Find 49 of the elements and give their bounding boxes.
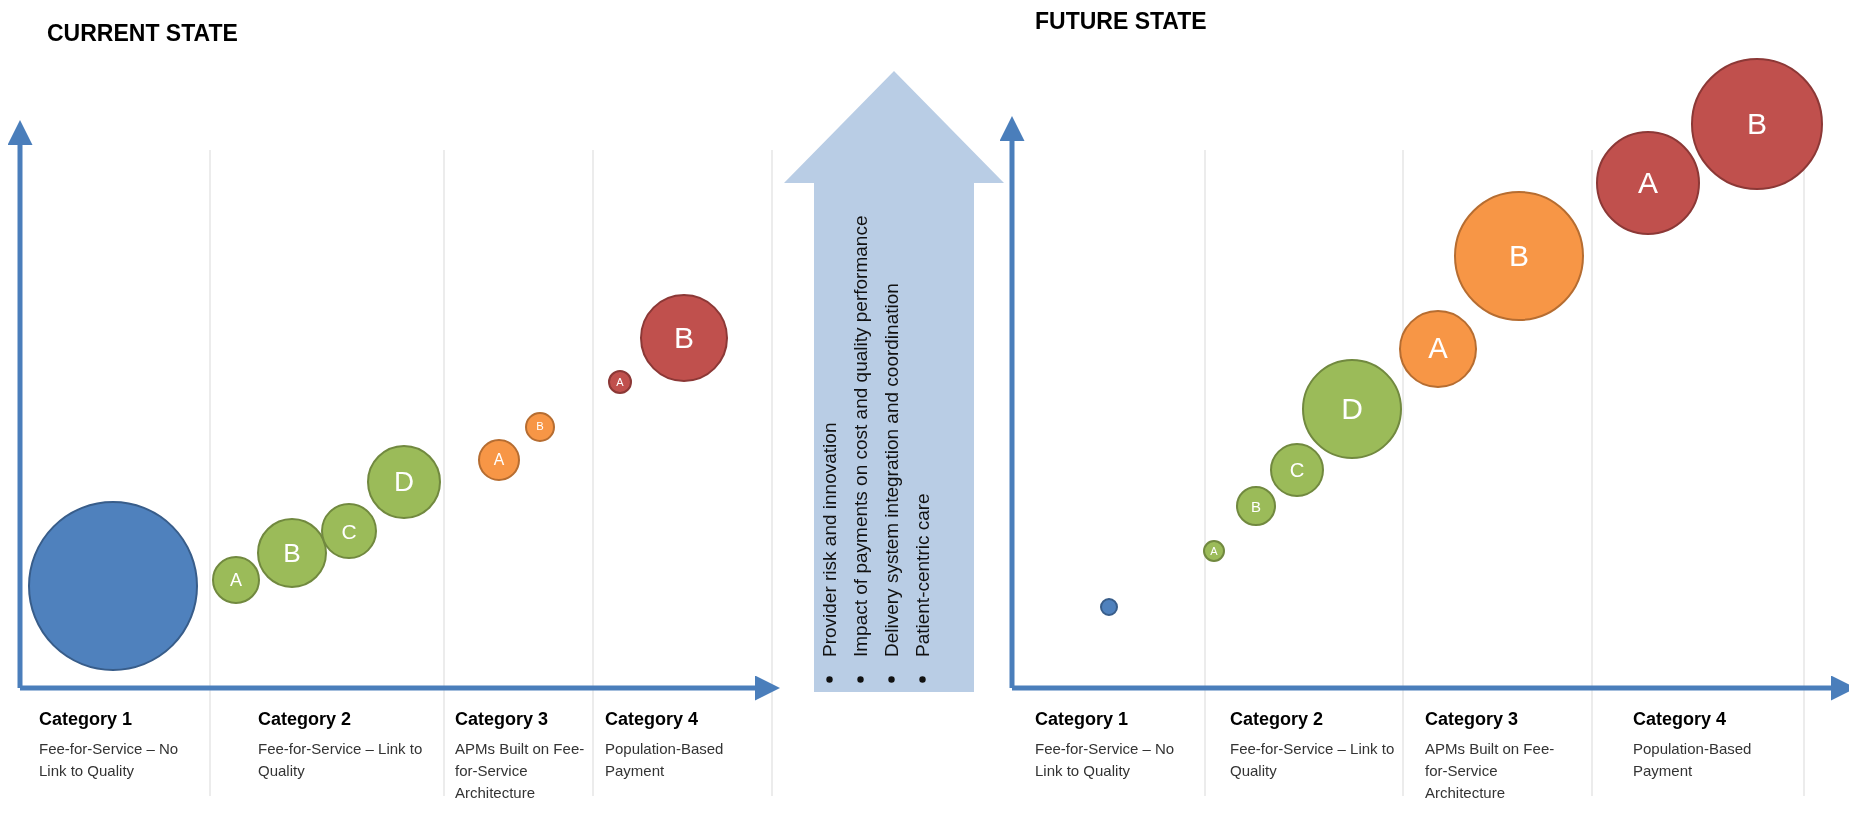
- category-description: APMs Built on Fee-for-Service Architecture: [1425, 739, 1556, 803]
- bubble: [367, 445, 441, 519]
- bubble-letter: A: [616, 376, 624, 388]
- section-title: CURRENT STATE: [47, 22, 239, 44]
- category-label: Category 2: [1230, 708, 1325, 730]
- section-title: FUTURE STATE: [1035, 10, 1208, 32]
- bubble-letter: D: [1341, 394, 1363, 424]
- bubble-letter: A: [1428, 334, 1448, 364]
- category-description: Population-Based Payment: [605, 739, 725, 781]
- bubble: [1270, 443, 1324, 497]
- bubble-letter: C: [341, 520, 357, 542]
- category-description: Population-Based Payment: [1633, 739, 1753, 781]
- bubble-letter: B: [1509, 241, 1529, 271]
- category-description: Fee-for-Service – Link to Quality: [258, 739, 424, 781]
- bubble-letter: B: [536, 421, 544, 433]
- category-description: Fee-for-Service – Link to Quality: [1230, 739, 1395, 781]
- bubble-letter: A: [493, 452, 505, 468]
- category-label: Category 2: [258, 708, 353, 730]
- bullet-text: Delivery system integration and coordination: [881, 282, 902, 657]
- bubble: [478, 439, 520, 481]
- bubble: [321, 503, 377, 559]
- category-label: Category 4: [605, 708, 700, 730]
- bubble-letter: D: [393, 468, 414, 496]
- category-description: APMs Built on Fee-for-Service Architecture: [455, 739, 586, 803]
- category-description: Fee-for-Service – No Link to Quality: [39, 739, 180, 781]
- category-label: Category 1: [1035, 708, 1130, 730]
- bullet-text: Impact of payments on cost and quality performance: [850, 215, 871, 657]
- bubble: [525, 412, 555, 442]
- category-label: Category 1: [39, 708, 134, 730]
- category-label: Category 3: [1425, 708, 1520, 730]
- bubble: [1203, 540, 1225, 562]
- bubble-letter: A: [1638, 168, 1658, 198]
- bullet-text: Provider risk and innovation: [819, 422, 840, 657]
- bullet-text: Patient-centric care: [912, 492, 933, 657]
- bubble-letter: A: [1210, 545, 1218, 557]
- bubble-letter: B: [1747, 109, 1767, 139]
- bubble: [212, 556, 260, 604]
- category-label: Category 3: [455, 708, 550, 730]
- bubble-letter: C: [1289, 459, 1305, 481]
- category-description: Fee-for-Service – No Link to Quality: [1035, 739, 1176, 781]
- bubble: [608, 370, 632, 394]
- bubble-letter: B: [1251, 498, 1261, 514]
- bubble-letter: B: [674, 323, 694, 353]
- bubble-letter: A: [230, 571, 242, 589]
- bubble: [257, 518, 327, 588]
- bubble-letter: B: [283, 539, 301, 567]
- category-label: Category 4: [1633, 708, 1728, 730]
- bubble: [1236, 486, 1276, 526]
- bubble: [1100, 598, 1118, 616]
